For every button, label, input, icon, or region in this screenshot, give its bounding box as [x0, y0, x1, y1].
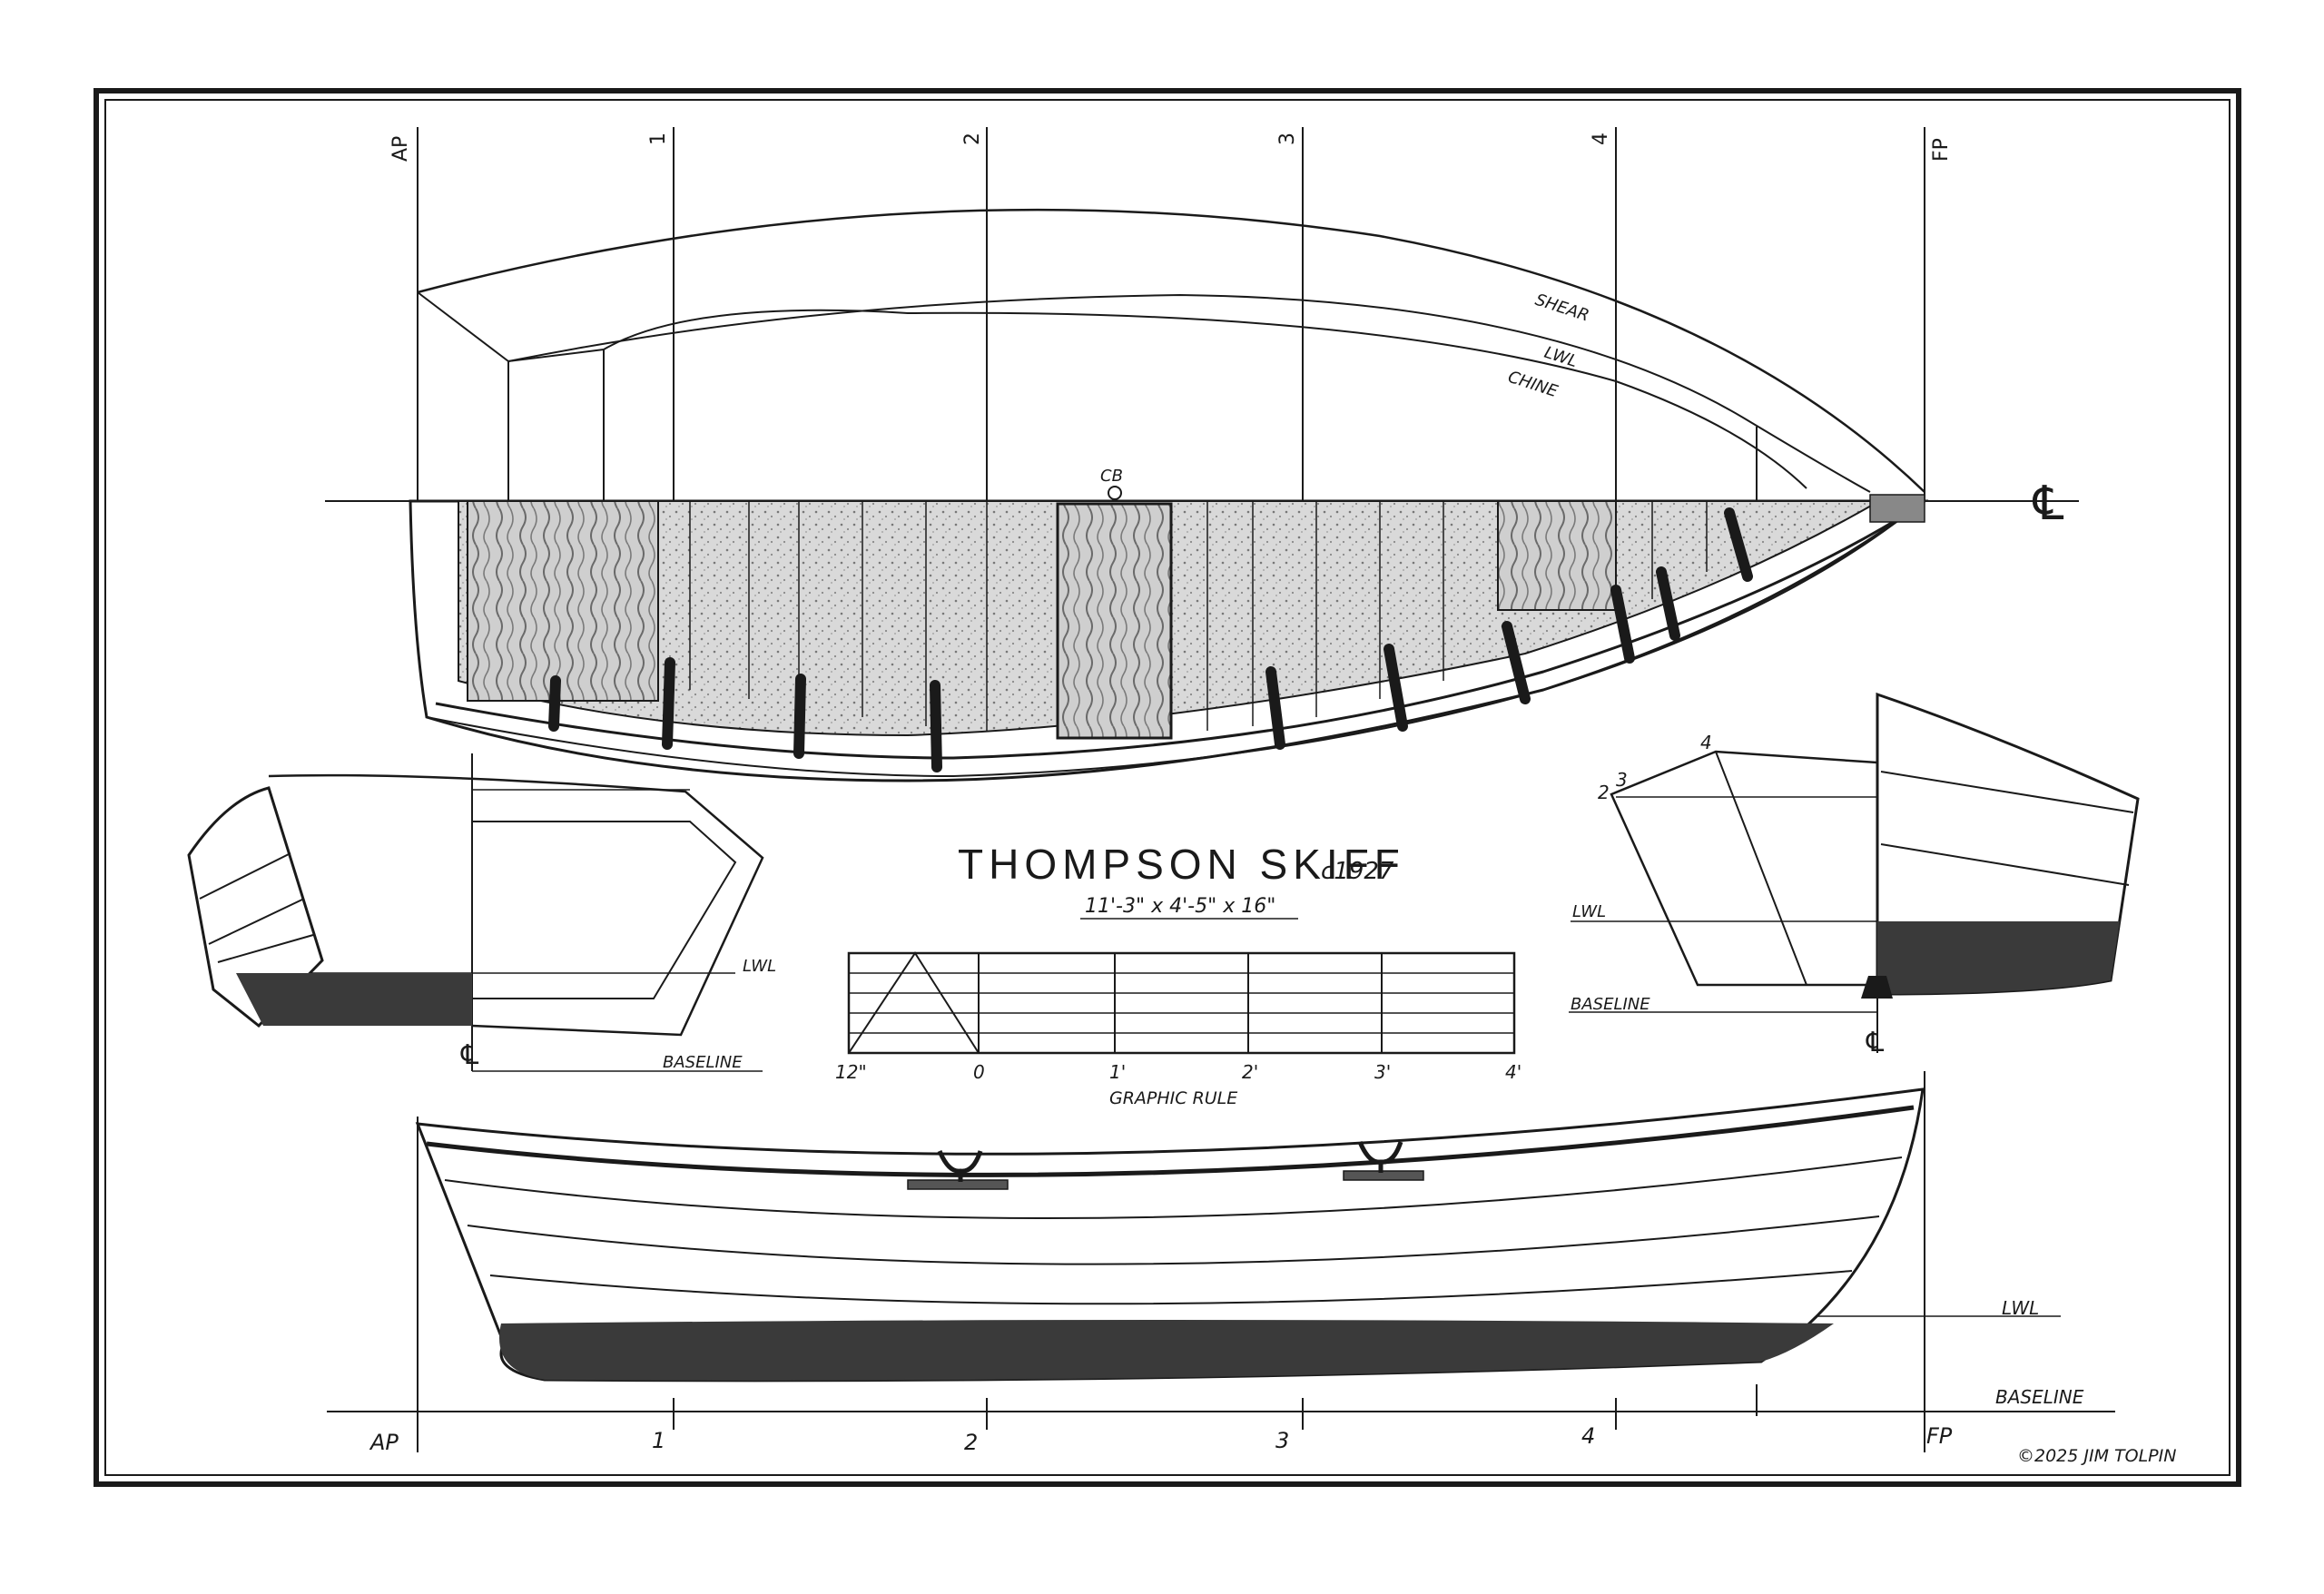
aft-section-outline	[268, 773, 764, 1037]
profile-station-2: 2	[964, 1430, 978, 1455]
bow-stem	[1861, 976, 1893, 999]
profile-station-3: 3	[1275, 1428, 1289, 1453]
profile-bottom-paint	[499, 1320, 1834, 1381]
copyright-signature: ©2025 JIM TOLPIN	[2017, 1446, 2176, 1466]
floorboard-fwd	[1497, 500, 1617, 611]
stem-cap	[1869, 494, 1925, 523]
profile-plank-2	[467, 1215, 1880, 1265]
fwd-section-outline	[1610, 750, 1879, 987]
plan-station-label-4: 4	[1590, 133, 1612, 145]
rule-tick-2ft: 2'	[1242, 1061, 1258, 1083]
rule-label: GRAPHIC RULE	[1109, 1088, 1237, 1108]
fwd-station-2: 2	[1598, 782, 1610, 803]
aft-baseline-label: BASELINE	[663, 1053, 743, 1072]
profile-baseline-label: BASELINE	[1995, 1386, 2084, 1408]
profile-station-4: 4	[1581, 1423, 1595, 1449]
rule-tick-4ft: 4'	[1505, 1061, 1521, 1083]
plan-station-label-3: 3	[1276, 133, 1299, 145]
drawing-dimensions: 11'-3" x 4'-5" x 16"	[1085, 895, 1275, 918]
body-plan-fwd: LWL BASELINE ℄ 2 3 4	[1569, 692, 2140, 1058]
transom-half	[187, 786, 324, 1028]
chine-log	[435, 507, 1916, 760]
plan-station-label-2: 2	[961, 133, 984, 145]
floorboard-aft	[467, 500, 659, 702]
body-plan-aft: LWL BASELINE ℄	[187, 753, 776, 1072]
drawing-title: THOMPSON SKIFF	[958, 841, 1405, 888]
oarlock-fwd-icon	[1343, 1141, 1424, 1181]
oarlock-aft-icon	[907, 1150, 1009, 1190]
bow-bottom-paint	[1877, 921, 2120, 994]
centerline-symbol: ℄	[2032, 477, 2064, 531]
transom-outline	[417, 291, 605, 363]
floorboard-mid	[1056, 502, 1173, 740]
plank-seams	[689, 501, 1708, 731]
fwd-baseline-label: BASELINE	[1571, 995, 1650, 1014]
lwl-label: LWL	[1541, 343, 1580, 371]
plan-view: AP 1 2 3 4 FP ℄ SHEAR LWL CHINE	[325, 127, 2079, 782]
fwd-station-3: 3	[1616, 769, 1628, 791]
rule-tick-3ft: 3'	[1374, 1061, 1391, 1083]
chine-line	[603, 309, 1807, 489]
plan-station-label-ap: AP	[389, 136, 412, 162]
lwl-line	[507, 293, 1871, 493]
transom-planks	[199, 852, 314, 963]
profile-station-1: 1	[652, 1428, 665, 1453]
profile-plank-3	[489, 1270, 1853, 1305]
gunwale-inner	[426, 503, 1921, 778]
title-block: THOMPSON SKIFF c1927 11'-3" x 4'-5" x 16…	[958, 841, 1405, 920]
frames	[548, 507, 1753, 772]
graphic-rule: 12" 0 1' 2' 3' 4' GRAPHIC RULE	[835, 951, 1521, 1108]
rule-tick-0: 0	[973, 1061, 985, 1083]
transom-bottom-paint	[236, 973, 472, 1026]
aft-lwl-label: LWL	[743, 957, 776, 976]
profile-station-fp: FP	[1926, 1423, 1953, 1449]
bow-planks	[1880, 771, 2134, 886]
drawing-date: c1927	[1321, 858, 1394, 885]
aft-section-inner	[472, 821, 737, 999]
fwd-lwl-label: LWL	[1572, 902, 1606, 921]
rule-box	[847, 951, 1516, 1055]
outer-border	[94, 88, 2241, 1487]
rule-diagonal	[848, 951, 980, 1054]
aft-centerline-symbol: ℄	[460, 1039, 478, 1071]
centerboard-pin-icon	[1108, 486, 1122, 500]
profile-lwl-label: LWL	[2002, 1297, 2039, 1319]
chine-label: CHINE	[1505, 368, 1561, 402]
fwd-station-4: 4	[1700, 732, 1712, 753]
profile-view: LWL BASELINE AP 1 2 3 4 FP	[327, 1071, 2115, 1455]
inner-border	[104, 99, 2230, 1476]
plan-station-label-fp: FP	[1930, 138, 1953, 162]
fwd-centerline-symbol: ℄	[1866, 1027, 1884, 1058]
shear-line	[417, 208, 1925, 493]
profile-plank-1	[444, 1156, 1903, 1219]
rule-tick-12in: 12"	[835, 1061, 867, 1083]
profile-station-ap: AP	[369, 1430, 399, 1455]
fwd-section-diagonal	[1715, 751, 1807, 986]
cb-label: CB	[1100, 467, 1123, 486]
plan-station-label-1: 1	[647, 133, 670, 145]
profile-sheer-strake	[426, 1105, 1915, 1177]
rule-tick-1ft: 1'	[1109, 1061, 1126, 1083]
shear-label: SHEAR	[1532, 290, 1591, 326]
